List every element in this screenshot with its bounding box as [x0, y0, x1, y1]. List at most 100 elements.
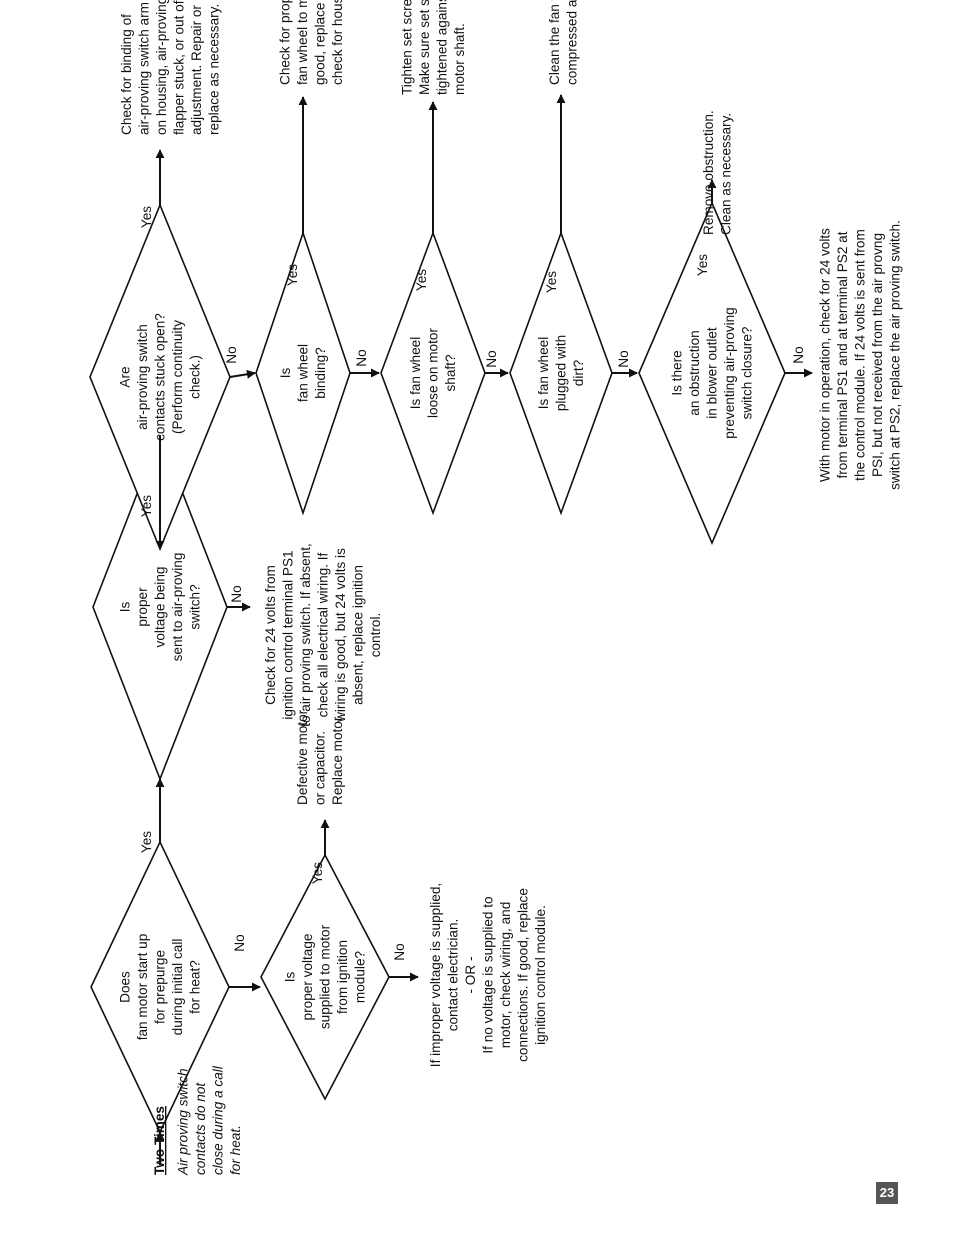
start-note-line: close during a call — [210, 1065, 225, 1175]
label-no: No — [392, 943, 407, 960]
decision-text-d8-line: in blower outlet — [705, 327, 720, 419]
decision-text-d4-line: Are — [118, 366, 133, 387]
decision-text-d2-line: supplied to motor — [318, 924, 333, 1029]
action-text-a2-line: motor, check wiring, and — [498, 902, 513, 1049]
decision-text-d1-line: Does — [118, 971, 133, 1003]
action-text-a6-line: Make sure set screw(s) are — [417, 0, 432, 95]
decision-text-d8-line: switch closure? — [740, 326, 755, 419]
action-text-a4-line: flapper stuck, or out of — [171, 0, 186, 135]
action-text-a9-line: With motor in operation, check for 24 vo… — [818, 228, 833, 482]
decision-text-d2-line: proper voltage — [300, 934, 315, 1021]
action-text-a6-line: motor shaft. — [452, 23, 467, 95]
label-yes: Yes — [414, 269, 429, 291]
label-no: No — [224, 346, 239, 363]
decision-text-d6-line: loose on motor — [426, 328, 441, 418]
action-text-a2-line: contact electrician. — [446, 919, 461, 1032]
label-yes: Yes — [695, 254, 710, 276]
action-text-a3-line: check all electrical wiring. If — [316, 552, 331, 717]
action-text-a8: Remove obstruction.Clean as necessary. — [701, 110, 734, 235]
decision-text-d3-line: proper — [135, 587, 150, 627]
action-text-a5-line: Check for proper clearance of — [277, 0, 292, 85]
label-no: No — [232, 934, 247, 951]
label-yes: Yes — [139, 831, 154, 853]
decision-text-d2-line: module? — [353, 950, 368, 1003]
decision-text-d1-line: for prepurge — [153, 950, 168, 1024]
action-text-a3-line: wiring is good, but 24 volts is — [333, 548, 348, 723]
decision-text-d5-line: binding? — [313, 347, 328, 399]
action-text-a5-line: check for housing alignment. — [330, 0, 345, 85]
action-text-a3-line: to air proving switch. If absent, — [298, 543, 313, 727]
decision-text-d2-line: Is — [283, 972, 298, 983]
decision-text-d1-line: for heat? — [188, 960, 203, 1014]
decision-text-d2-line: from ignition — [335, 940, 350, 1014]
action-text-a7: Clean the fan wheel withcompressed air o… — [547, 0, 580, 85]
action-text-a6-line: Tighten set screw(s) on fan. — [399, 0, 414, 95]
decision-text-d3-line: switch? — [188, 584, 203, 630]
decision-text-d8-line: an obstruction — [687, 330, 702, 415]
action-text-a6: Tighten set screw(s) on fan.Make sure se… — [399, 0, 467, 95]
action-text-a2-line: If no voltage is supplied to — [481, 896, 496, 1053]
action-text-a1-line: or capacitor. — [313, 731, 328, 805]
label-yes: Yes — [310, 862, 325, 884]
label-no: No — [484, 350, 499, 367]
label-no: No — [354, 349, 369, 366]
action-text-a2-line: connections. If good, replace — [516, 888, 531, 1062]
action-text-a8-line: Remove obstruction. — [701, 110, 716, 235]
start-note-line: contacts do not — [193, 1082, 208, 1175]
start-note-line: for heat. — [228, 1125, 243, 1175]
action-text-a3-line: ignition control terminal PS1 — [281, 550, 296, 719]
label-no: No — [791, 346, 806, 363]
action-text-a9-line: the control module. If 24 volts is sent … — [853, 229, 868, 481]
decision-text-d4-line: air-proving switch — [135, 324, 150, 430]
action-text-a4-line: replace as necessary. — [206, 4, 221, 135]
decision-text-d1-line: fan motor start up — [135, 934, 150, 1041]
flow-d4-d5 — [229, 369, 256, 379]
decision-text-d7-line: dirt? — [571, 359, 586, 386]
action-text-a9: With motor in operation, check for 24 vo… — [818, 220, 903, 490]
label-yes: Yes — [285, 264, 300, 286]
label-no: No — [229, 585, 244, 602]
decision-text-d7-line: plugged with — [554, 335, 569, 411]
decision-text-d4-line: check.) — [188, 355, 203, 399]
action-text-a8-line: Clean as necessary. — [718, 113, 733, 235]
action-text-a3-line: Check for 24 volts from — [263, 565, 278, 705]
action-text-a3-line: absent, replace ignition — [351, 565, 366, 705]
action-text-a9-line: PSI, but not received from the air provn… — [870, 233, 885, 477]
action-text-a9-line: switch at PS2, replace the air proving s… — [888, 220, 903, 490]
page-number: 23 — [876, 1182, 898, 1204]
decision-text-d3-line: voltage being — [153, 567, 168, 648]
action-text-a3-line: control. — [368, 613, 383, 658]
decision-text-d6-line: shaft? — [443, 354, 458, 391]
action-text-a4-line: adjustment. Repair or — [189, 5, 204, 135]
label-yes: Yes — [544, 271, 559, 293]
action-text-a5: Check for proper clearance offan wheel t… — [277, 0, 345, 85]
decision-text-d4-line: (Perform continuity — [170, 320, 185, 434]
decision-text-d4-line: contacts stuck open? — [153, 313, 168, 441]
action-text-a2-line: - OR - — [463, 957, 478, 994]
label-no: No — [616, 350, 631, 367]
label-yes: Yes — [139, 495, 154, 517]
action-text-a7-line: compressed air or soft brush. — [564, 0, 579, 85]
decision-text-d7-line: Is fan wheel — [536, 337, 551, 410]
action-text-a9-line: from terminal PS1 and at terminal PS2 at — [835, 231, 850, 478]
decision-text-d8-line: preventing air-proving — [722, 307, 737, 438]
decision-text-d3-line: sent to air-proving — [170, 553, 185, 662]
action-text-a2-line: ignition control module. — [533, 905, 548, 1045]
action-text-a1-line: Replace motor. — [330, 714, 345, 805]
decision-text-d5-line: Is — [278, 368, 293, 379]
action-text-a4-line: air-proving switch arm — [136, 2, 151, 135]
label-yes: Yes — [139, 206, 154, 228]
